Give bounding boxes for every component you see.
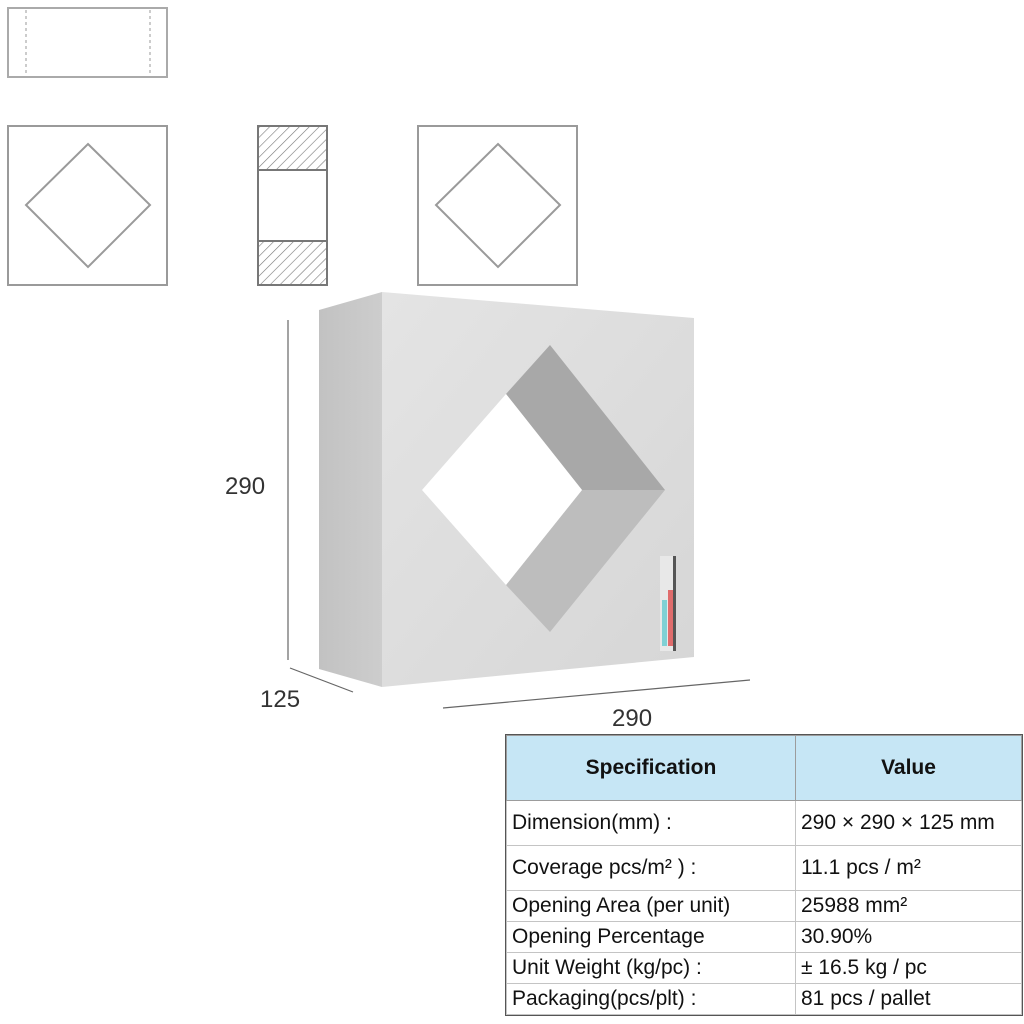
spec-cell: Packaging(pcs/plt) : xyxy=(506,983,796,1015)
brand-logo xyxy=(660,556,676,651)
value-cell: 81 pcs / pallet xyxy=(795,983,1022,1015)
width-dimension-label: 290 xyxy=(612,705,653,732)
spec-column-header: Specification xyxy=(506,735,796,801)
section-view xyxy=(257,125,328,286)
block-3d-render xyxy=(319,292,694,687)
value-cell: ± 16.5 kg / pc xyxy=(795,952,1022,984)
spec-cell: Dimension(mm) : xyxy=(506,800,796,846)
technical-drawings xyxy=(7,7,751,709)
value-cell: 290 × 290 × 125 mm xyxy=(795,800,1022,846)
spec-cell: Unit Weight (kg/pc) : xyxy=(506,952,796,984)
table-row: Opening Area (per unit) 25988 mm² xyxy=(506,890,1022,922)
table-row: Coverage pcs/m² ) : 11.1 pcs / m² xyxy=(506,845,1022,891)
spec-cell: Coverage pcs/m² ) : xyxy=(506,845,796,891)
front-view xyxy=(7,125,168,286)
value-column-header: Value xyxy=(795,735,1022,801)
value-cell: 11.1 pcs / m² xyxy=(795,845,1022,891)
table-header-row: Specification Value xyxy=(506,735,1022,801)
dimension-lines xyxy=(287,320,751,709)
table-row: Packaging(pcs/plt) : 81 pcs / pallet xyxy=(506,983,1022,1015)
spec-cell: Opening Area (per unit) xyxy=(506,890,796,922)
table-row: Opening Percentage 30.90% xyxy=(506,921,1022,953)
value-cell: 30.90% xyxy=(795,921,1022,953)
table-row: Unit Weight (kg/pc) : ± 16.5 kg / pc xyxy=(506,952,1022,984)
value-cell: 25988 mm² xyxy=(795,890,1022,922)
spec-cell: Opening Percentage xyxy=(506,921,796,953)
rear-view xyxy=(417,125,578,286)
table-row: Dimension(mm) : 290 × 290 × 125 mm xyxy=(506,800,1022,846)
height-dimension-label: 290 xyxy=(225,473,266,500)
depth-dimension-label: 125 xyxy=(260,686,301,713)
specification-table: Specification Value Dimension(mm) : 290 … xyxy=(505,734,1023,1016)
top-view xyxy=(7,7,168,78)
